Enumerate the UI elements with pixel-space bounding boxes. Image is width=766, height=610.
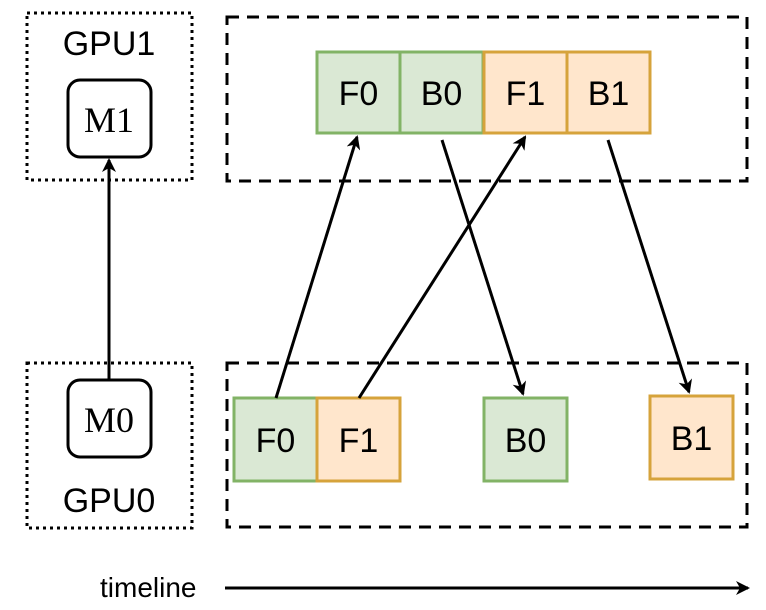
gpu0-block-b0 [482, 396, 569, 483]
gpu0-border [25, 361, 194, 530]
gpu0-block-f1-label: F1 [339, 422, 379, 460]
gpu1-timeline: F0 B0 F1 B1 [225, 15, 749, 183]
gpu1-label: GPU1 [63, 25, 156, 63]
model-m0-label: M0 [84, 400, 134, 440]
gpu0-timeline: F0 F1 B0 B1 [225, 361, 749, 529]
gpu1-block-b1 [565, 50, 652, 135]
gpu0-timeline-border [225, 361, 749, 529]
model-m1-label: M1 [84, 100, 134, 140]
model-m1-box [66, 78, 153, 159]
gpu0-block-f1 [315, 396, 402, 483]
timeline-axis: timeline [100, 572, 750, 603]
gpu1-block-b1-label: B1 [588, 75, 630, 113]
gpu1-block-f0-label: F0 [339, 75, 379, 113]
arrow-b0-gpu1-to-gpu0 [440, 139, 527, 396]
gpu1-block-b0-label: B0 [421, 75, 463, 113]
gpu1-timeline-border [225, 15, 749, 183]
arrow-f1-gpu0-to-gpu1 [357, 135, 527, 399]
gpu0-block-f0 [232, 396, 319, 483]
gpu1-block-f1-label: F1 [506, 75, 546, 113]
gpu1-block-f1 [482, 50, 569, 135]
gpu0-block-b1 [648, 394, 735, 481]
dependency-arrows [274, 135, 692, 399]
gpu1-group: GPU1 M1 [25, 11, 194, 182]
gpu0-block-b0-label: B0 [505, 422, 547, 460]
gpu0-block-b1-label: B1 [671, 420, 713, 458]
gpu1-block-b0 [398, 50, 485, 135]
arrow-b1-gpu1-to-gpu0 [606, 139, 692, 394]
arrow-f0-gpu0-to-gpu1 [274, 135, 361, 399]
gpu0-group: M0 GPU0 [25, 361, 194, 530]
gpu0-block-f0-label: F0 [256, 422, 296, 460]
gpu0-label: GPU0 [63, 482, 156, 520]
timeline-label: timeline [100, 572, 196, 603]
